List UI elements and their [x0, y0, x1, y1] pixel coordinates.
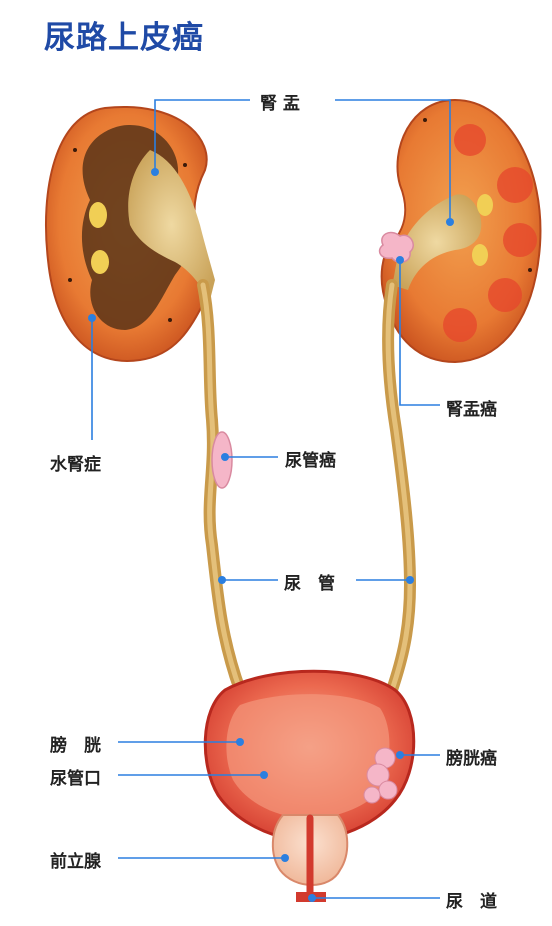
label-bladder: 膀 胱	[48, 731, 103, 756]
label-ureter: 尿 管	[282, 569, 337, 594]
renal-pelvis-tumor	[380, 233, 414, 263]
ureter-tumor	[212, 432, 232, 488]
label-hydronephrosis: 水腎症	[48, 450, 103, 475]
label-ureter-cancer: 尿管癌	[283, 446, 338, 471]
label-ureteral-orifice: 尿管口	[48, 764, 103, 789]
bladder	[205, 671, 413, 902]
left-kidney	[46, 107, 215, 361]
label-renal-pelvis-cancer: 腎盂癌	[444, 395, 499, 420]
label-bladder-cancer: 膀胱癌	[444, 744, 499, 769]
label-renal-pelvis: 腎 盂	[258, 89, 302, 114]
right-kidney	[380, 100, 541, 362]
label-urethra: 尿 道	[444, 887, 499, 912]
label-prostate: 前立腺	[48, 847, 103, 872]
